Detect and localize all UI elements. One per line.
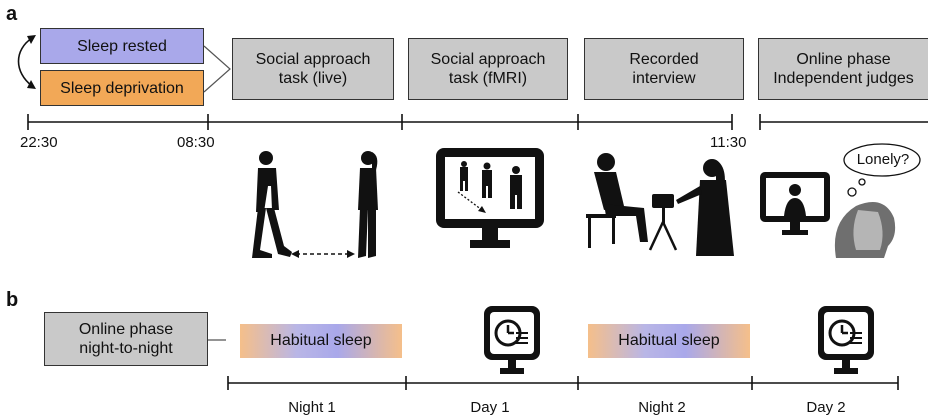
condition-connector: [203, 45, 231, 93]
period-night-2: Night 2: [638, 399, 686, 416]
thought-bubble-text: Lonely?: [856, 151, 910, 168]
clock-list-icon: [484, 306, 540, 374]
habitual-sleep-label-2: Habitual sleep: [618, 332, 720, 349]
task-live-line2: task (live): [278, 70, 348, 87]
sleep-deprivation-box: Sleep deprivation: [40, 70, 204, 106]
task-live-line1: Social approach: [255, 51, 371, 68]
online-judges-line2: Independent judges: [773, 70, 914, 87]
habitual-sleep-label-1: Habitual sleep: [270, 332, 372, 349]
task-fmri-box: Social approach task (fMRI): [408, 38, 568, 100]
task-live-box: Social approach task (live): [232, 38, 394, 100]
task-fmri-line2: task (fMRI): [448, 70, 528, 87]
swap-arrow-head-top: [27, 35, 36, 44]
period-day-1: Day 1: [470, 399, 510, 416]
approach-arrow-head-left: [291, 250, 299, 258]
panel-a-label: a: [6, 3, 18, 25]
interview-line1: Recorded: [629, 51, 699, 68]
period-night-1: Night 1: [288, 399, 336, 416]
sleep-deprivation-label: Sleep deprivation: [60, 79, 184, 97]
habitual-sleep-bar-1: Habitual sleep: [240, 324, 402, 358]
panel-b-label: b: [6, 289, 19, 311]
sleep-rested-label: Sleep rested: [77, 37, 167, 55]
seated-person-icon: [586, 153, 648, 248]
timeline-b: [227, 376, 899, 390]
judge-monitor-icon: [760, 172, 830, 235]
approach-arrow-head-right: [347, 250, 355, 258]
online-phase-judges-box: Online phase Independent judges: [758, 38, 928, 100]
thought-cloud-icon: [843, 143, 921, 197]
habitual-sleep-bar-2: Habitual sleep: [588, 324, 750, 358]
walking-person-icon: [252, 151, 292, 258]
online-night-line1: Online phase: [78, 321, 174, 338]
swap-arrow-icon: [17, 37, 33, 87]
camera-person-icon: [648, 159, 734, 256]
online-judges-line1: Online phase: [796, 51, 891, 68]
monitor-icon: [436, 148, 544, 248]
time-2230: 22:30: [20, 134, 58, 151]
period-day-2: Day 2: [806, 399, 846, 416]
swap-arrow-head-bottom: [27, 80, 36, 89]
online-night-line2: night-to-night: [79, 340, 173, 357]
time-0830: 08:30: [177, 134, 215, 151]
clock-list-icon-2: [818, 306, 874, 374]
online-night-box: Online phase night-to-night: [44, 312, 208, 366]
interview-line2: interview: [632, 70, 696, 87]
timeline-a: [27, 114, 928, 130]
sleep-rested-box: Sleep rested: [40, 28, 204, 64]
standing-person-icon: [358, 151, 378, 258]
thinking-head-icon: [834, 202, 896, 258]
time-1130: 11:30: [710, 134, 747, 151]
task-fmri-line1: Social approach: [430, 51, 546, 68]
interview-box: Recorded interview: [584, 38, 744, 100]
